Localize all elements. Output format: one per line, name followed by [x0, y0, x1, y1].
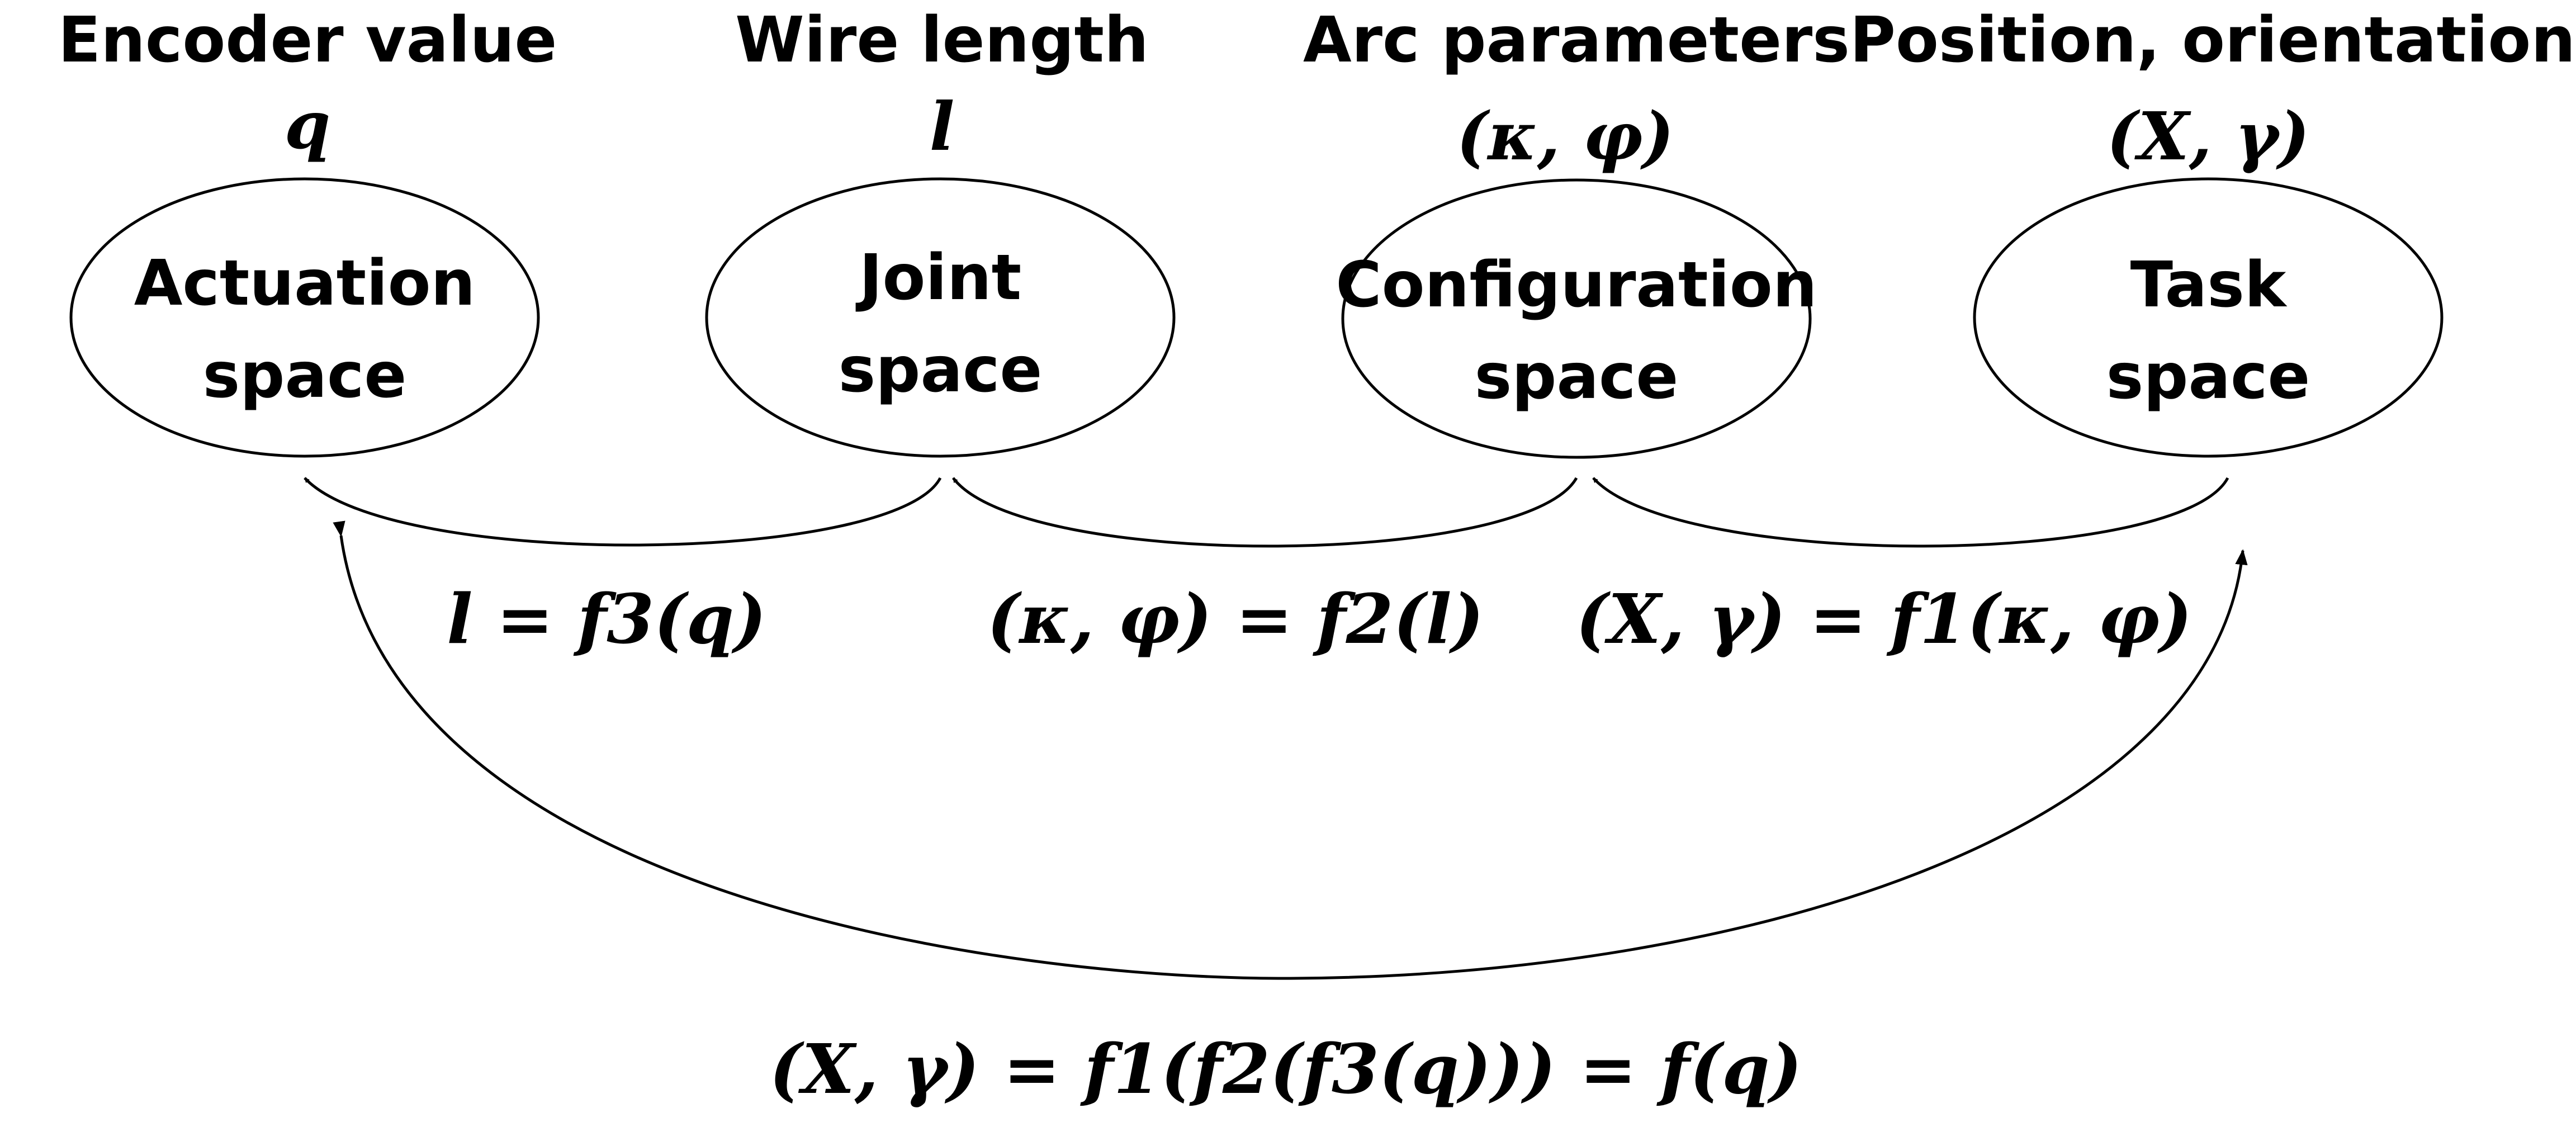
position-orientation-title: Position, orientation	[1850, 4, 2575, 77]
configuration-space-label-line2: space	[1475, 340, 1679, 413]
configuration-space-label-line1: Configuration	[1336, 249, 1817, 321]
actuation-space-label-line2: space	[203, 339, 407, 412]
joint-space-node	[705, 177, 1176, 458]
joint-space-label-line1: Joint	[855, 242, 1021, 314]
actuation-space-node	[69, 177, 540, 458]
actuation-space-label-line1: Actuation	[134, 247, 476, 320]
composite-equation: (X, γ) = f1(f2(f3(q))) = f(q)	[770, 1029, 1802, 1109]
position-orientation-variable: (X, γ)	[2106, 97, 2309, 175]
arrow-task-to-configuration	[1592, 477, 2229, 548]
arrow-configuration-to-joint	[952, 477, 1578, 548]
arrow-joint-to-actuation	[304, 477, 942, 547]
encoder-variable: q	[285, 86, 331, 164]
configuration-space-group: Arc parameters (κ, φ) Configuration spac…	[1303, 4, 1850, 459]
joint-space-group: Wire length l Joint space	[705, 4, 1176, 458]
task-space-label-line1: Task	[2130, 249, 2288, 321]
task-space-label-line2: space	[2106, 340, 2310, 413]
wire-length-title: Wire length	[735, 4, 1149, 77]
f3-equation: l = f3(q)	[447, 579, 766, 659]
task-space-group: Position, orientation (X, γ) Task space	[1850, 4, 2575, 458]
f2-equation: (κ, φ) = f2(l)	[987, 579, 1484, 659]
encoder-value-title: Encoder value	[58, 4, 557, 77]
configuration-space-node	[1341, 178, 1812, 459]
task-space-node	[1973, 177, 2444, 458]
actuation-space-group: Encoder value q Actuation space	[58, 4, 557, 458]
joint-space-label-line2: space	[839, 334, 1043, 406]
composite-arrow	[333, 520, 2248, 980]
arc-parameters-title: Arc parameters	[1303, 4, 1850, 77]
arc-parameters-variable: (κ, φ)	[1456, 97, 1674, 175]
f1-equation: (X, γ) = f1(κ, φ)	[1576, 579, 2192, 659]
wire-length-variable: l	[930, 88, 955, 165]
